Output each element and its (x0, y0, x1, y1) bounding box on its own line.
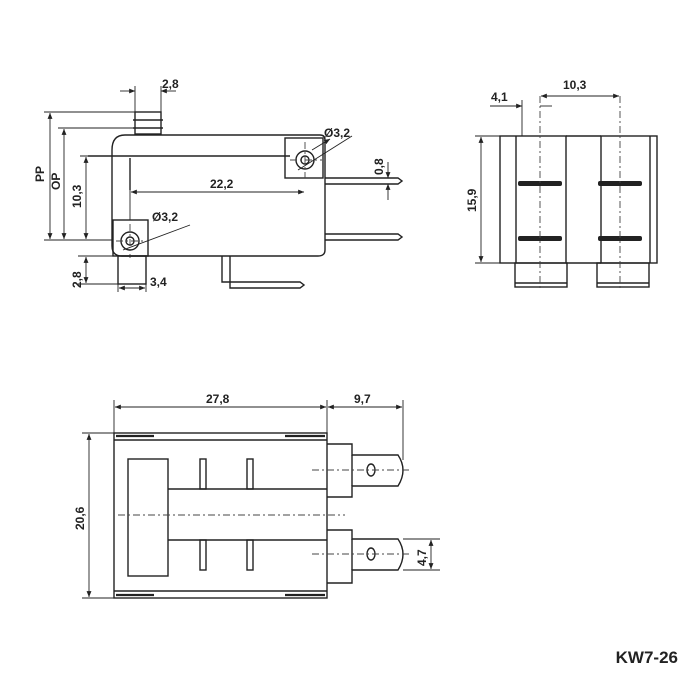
dim-end-offset: 4,1 (491, 90, 508, 104)
top-view: 27,8 9,7 20,6 4,7 (73, 392, 440, 599)
side-mount-boss-top (284, 137, 324, 179)
top-slot-2 (246, 458, 254, 490)
side-bottom-pad (117, 255, 147, 285)
dim-top-terminal-length: 9,7 (354, 392, 371, 406)
top-terminal-2 (327, 529, 404, 584)
dim-side-plunger-width: 2,8 (162, 77, 179, 91)
end-leg-right (596, 262, 650, 288)
side-terminal-3 (221, 256, 306, 289)
side-body-outline (111, 134, 326, 257)
top-terminal-1 (327, 443, 404, 498)
end-terminal-slot-1 (518, 181, 562, 186)
top-actuator-block (127, 458, 169, 577)
side-terminal-2 (325, 233, 404, 241)
dim-top-terminal-width: 4,7 (415, 549, 429, 566)
end-terminal-slot-4 (598, 236, 642, 241)
side-terminal-1 (325, 177, 404, 185)
dim-side-op: OP (49, 173, 63, 190)
dim-side-pp: PP (33, 166, 47, 182)
model-label: KW7-26 (615, 648, 678, 667)
dim-top-length: 27,8 (206, 392, 230, 406)
dim-side-hole-distance: 22,2 (210, 177, 234, 191)
dim-side-hole-top: Ø3,2 (324, 126, 350, 140)
end-terminal-slot-3 (518, 236, 562, 241)
dim-top-width: 20,6 (73, 506, 87, 530)
side-view: 2,8 PP OP 10,3 22,2 Ø3,2 Ø3,2 0,8 (33, 77, 404, 292)
dim-side-bottom-width: 3,4 (150, 275, 167, 289)
top-body-outline (113, 432, 328, 599)
top-slot-4 (246, 539, 254, 571)
end-leg-left (514, 262, 568, 288)
side-plunger (134, 111, 162, 135)
top-slot-1 (199, 458, 207, 490)
dim-side-terminal-thickness: 0,8 (372, 158, 386, 175)
end-terminal-slot-2 (598, 181, 642, 186)
dim-end-height: 15,9 (465, 188, 479, 212)
top-slot-3 (199, 539, 207, 571)
end-body-right (600, 135, 658, 264)
end-view: 4,1 10,3 15,9 (465, 78, 658, 290)
dim-side-hole-bottom: Ø3,2 (152, 210, 178, 224)
end-body-left (499, 135, 567, 264)
dim-side-bottom-offset: 2,8 (70, 271, 84, 288)
dim-end-terminal-spacing: 10,3 (563, 78, 587, 92)
dim-side-height: 10,3 (70, 184, 84, 208)
